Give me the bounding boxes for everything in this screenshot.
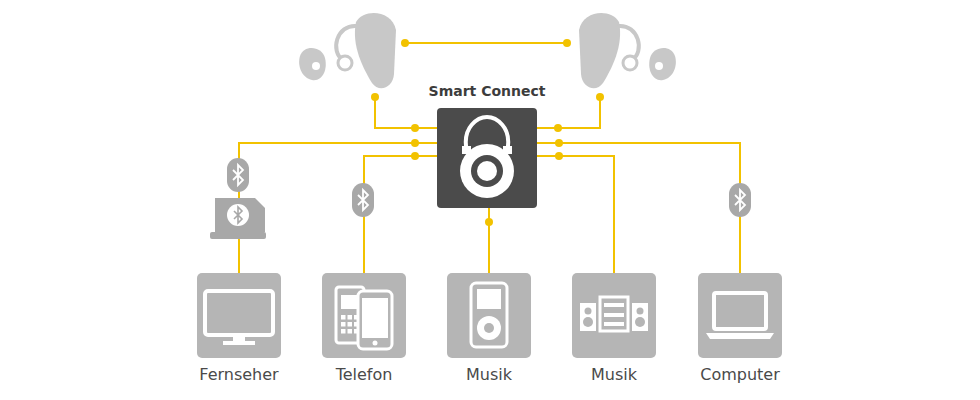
ear-mold bbox=[299, 48, 326, 80]
player-icon bbox=[447, 273, 531, 358]
hearing-aid-pair bbox=[299, 13, 396, 88]
link-dot bbox=[555, 152, 563, 160]
hub-box: Smart Connect bbox=[437, 108, 537, 208]
bluetooth-badge bbox=[729, 183, 751, 217]
hearing-aid-body bbox=[579, 13, 620, 88]
bluetooth-rune bbox=[735, 190, 745, 210]
node-label: Smart Connect bbox=[429, 83, 546, 99]
link-dot bbox=[411, 152, 419, 160]
link-dot bbox=[554, 124, 562, 132]
link-dot bbox=[563, 39, 571, 47]
bluetooth-icon bbox=[352, 183, 374, 217]
node-label: Telefon bbox=[336, 365, 393, 384]
node-label: Computer bbox=[700, 365, 780, 384]
ear-mold-hole bbox=[312, 62, 320, 70]
connector-line bbox=[537, 143, 740, 273]
bluetooth-rune bbox=[234, 207, 242, 223]
icon-strokes bbox=[336, 287, 392, 349]
bluetooth-icon bbox=[729, 183, 751, 217]
device-box: Musik bbox=[572, 273, 656, 358]
icon-strokes bbox=[205, 291, 273, 345]
hearing-aid-pair bbox=[579, 13, 676, 88]
laptop-icon bbox=[698, 273, 782, 358]
adapter-badge bbox=[227, 204, 249, 226]
link-dot bbox=[485, 218, 493, 226]
tv-icon bbox=[197, 273, 281, 358]
ear-mold-hole bbox=[655, 62, 663, 70]
node-label: Musik bbox=[591, 365, 637, 384]
hearing-aid-dome bbox=[623, 56, 637, 70]
icon-strokes bbox=[580, 297, 648, 331]
bluetooth-rune bbox=[358, 190, 368, 210]
bluetooth-badge bbox=[227, 158, 249, 192]
bluetooth-badge bbox=[352, 183, 374, 217]
icon-strokes bbox=[706, 293, 774, 339]
tv-bluetooth-adapter bbox=[210, 198, 266, 239]
connector-line bbox=[364, 156, 437, 273]
aid-link bbox=[558, 97, 600, 128]
adapter-base bbox=[210, 232, 266, 239]
link-dot bbox=[555, 139, 563, 147]
node-label: Fernseher bbox=[199, 365, 278, 384]
stereo-icon bbox=[572, 273, 656, 358]
node-label: Musik bbox=[466, 365, 512, 384]
bluetooth-icon bbox=[227, 158, 249, 192]
link-dot bbox=[411, 124, 419, 132]
aid-link bbox=[375, 97, 415, 128]
link-dot bbox=[401, 39, 409, 47]
ear-mold bbox=[649, 48, 676, 80]
icon-strokes bbox=[460, 117, 514, 198]
phone-icon bbox=[322, 273, 406, 358]
bluetooth-rune bbox=[233, 165, 243, 185]
connector-line bbox=[488, 208, 490, 273]
link-dot bbox=[371, 93, 379, 101]
connector-line bbox=[537, 156, 614, 273]
icon-strokes bbox=[471, 283, 507, 347]
hub-icon bbox=[437, 108, 537, 208]
device-box: Musik bbox=[447, 273, 531, 358]
connector-line bbox=[239, 143, 437, 273]
aid-link bbox=[405, 42, 567, 44]
adapter-body bbox=[215, 198, 265, 232]
device-box: Computer bbox=[698, 273, 782, 358]
hearing-aid-dome bbox=[338, 56, 352, 70]
device-box: Telefon bbox=[322, 273, 406, 358]
link-dot bbox=[411, 139, 419, 147]
device-box: Fernseher bbox=[197, 273, 281, 358]
link-dot bbox=[596, 93, 604, 101]
hearing-aid-body bbox=[355, 13, 396, 88]
